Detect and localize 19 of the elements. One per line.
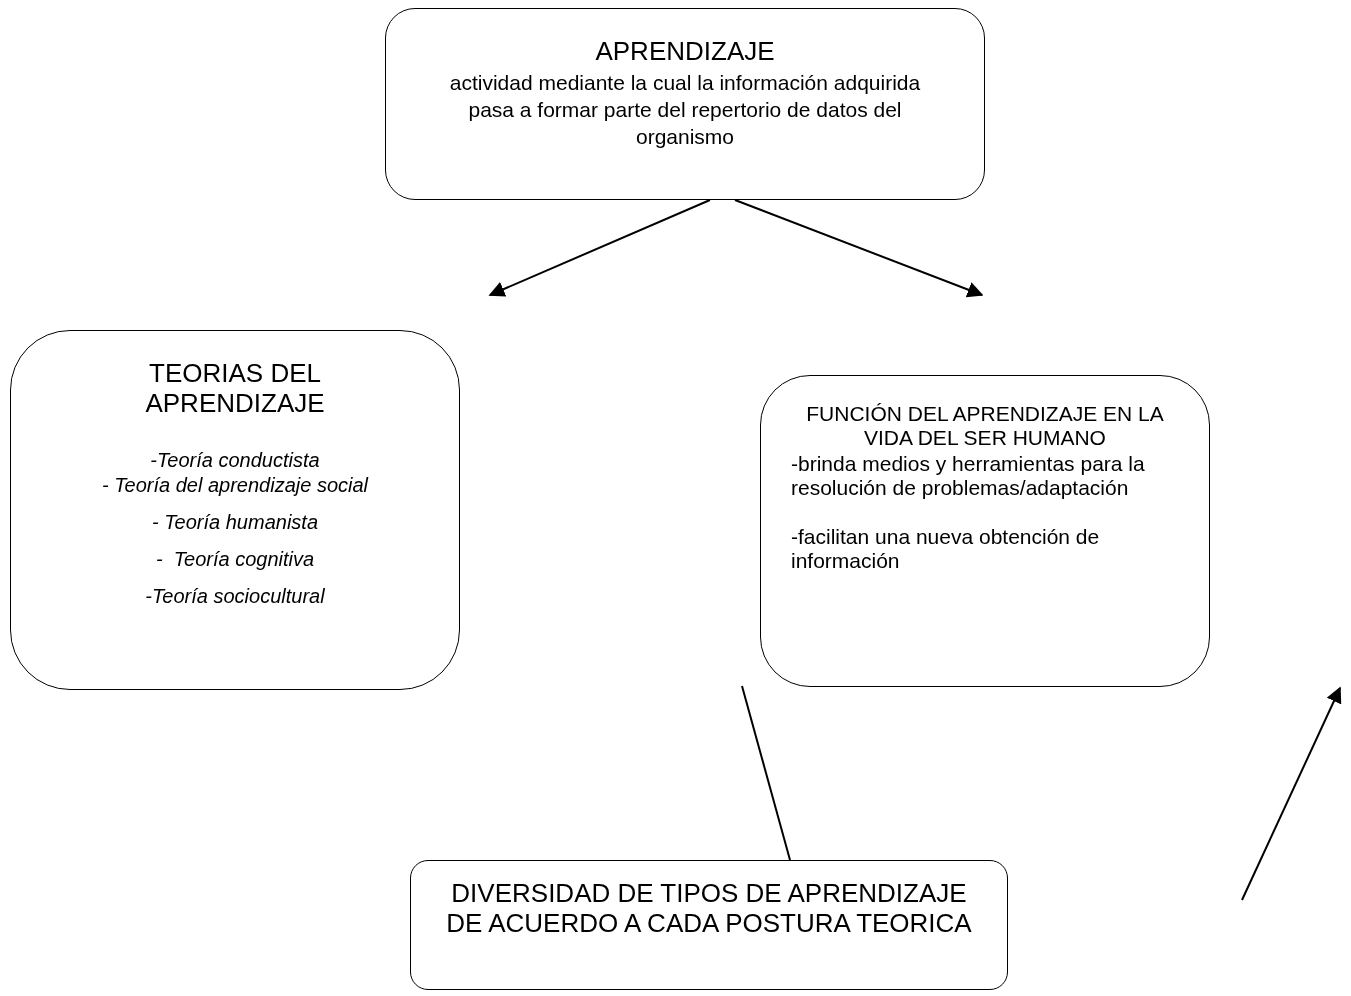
list-item: - Teoría del aprendizaje social xyxy=(101,473,369,497)
list-item: -facilitan una nueva obtención de información xyxy=(791,524,1101,573)
rounded-box xyxy=(10,330,460,690)
arrow xyxy=(488,199,711,297)
list-item: -Teoría conductista xyxy=(150,448,320,472)
rounded-box xyxy=(385,8,985,200)
list-item: -Teoría sociocultural xyxy=(145,584,325,608)
list-item: -brinda medios y herramientas para la resolución de problemas/adaptación xyxy=(791,452,1146,501)
list-item: - Teoría humanista xyxy=(152,510,318,534)
node-title: TEORIAS DEL APRENDIZAJE xyxy=(144,359,326,419)
rounded-box xyxy=(410,860,1008,990)
line xyxy=(741,685,791,861)
arrow xyxy=(734,199,984,298)
list-item: - Teoría cognitiva xyxy=(155,547,315,571)
node-title: DIVERSIDAD DE TIPOS DE APRENDIZAJE DE ACUERDO A CADA POSTURA TEORICA xyxy=(445,879,973,939)
node-description: actividad mediante la cual la información adquirida pasa a formar parte del repertorio de datos del organismo xyxy=(448,69,922,151)
node-title: FUNCIÓN DEL APRENDIZAJE EN LA VIDA DEL SER HUMANO xyxy=(805,402,1165,451)
rounded-box xyxy=(760,375,1210,687)
node-title: APRENDIZAJE xyxy=(595,37,775,67)
